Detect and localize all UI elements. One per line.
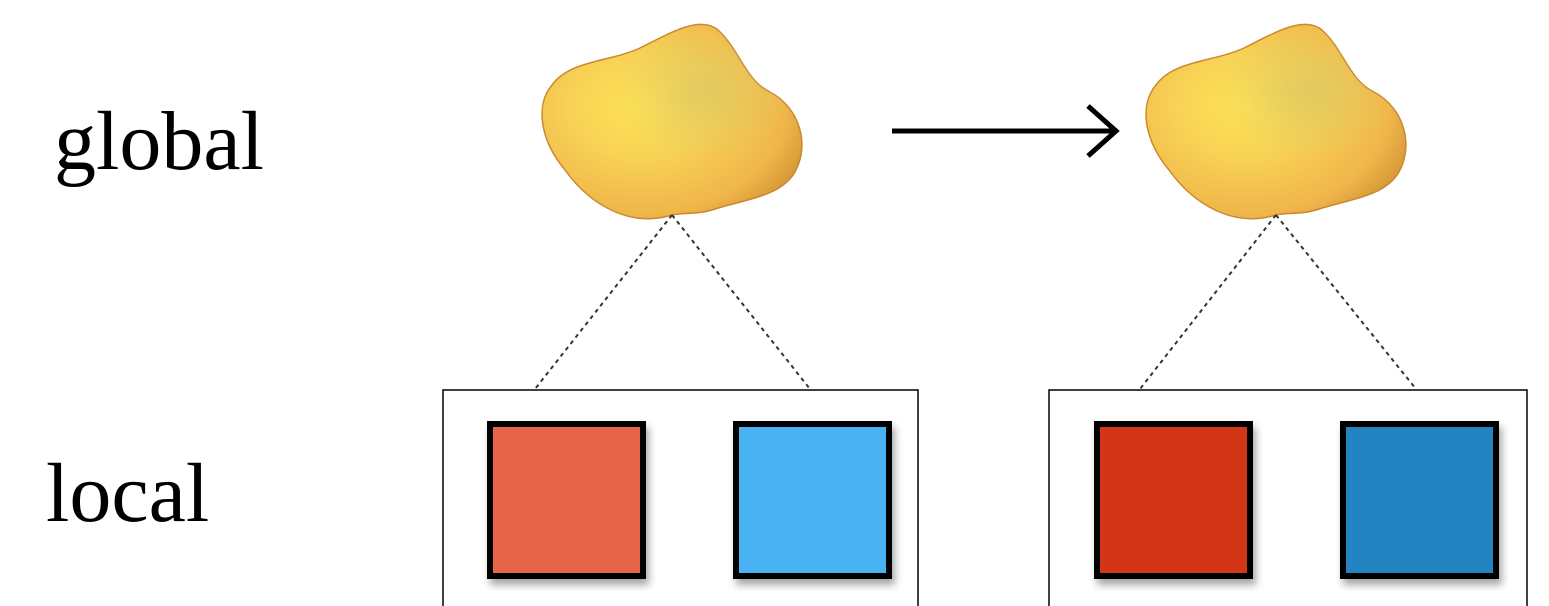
connector-lines-left	[534, 214, 811, 390]
local-square-blue-right	[1340, 421, 1499, 579]
local-label: local	[46, 447, 210, 540]
arrow-right-icon	[892, 104, 1120, 158]
global-label: global	[54, 95, 264, 188]
global-blob-right	[1145, 23, 1407, 220]
local-square-red-left	[487, 421, 646, 579]
local-square-red-right	[1094, 421, 1253, 579]
global-blob-left	[541, 23, 803, 220]
local-container-left	[442, 389, 919, 606]
local-container-right	[1048, 389, 1528, 606]
local-square-blue-left	[733, 421, 892, 579]
connector-lines-right	[1139, 214, 1417, 390]
